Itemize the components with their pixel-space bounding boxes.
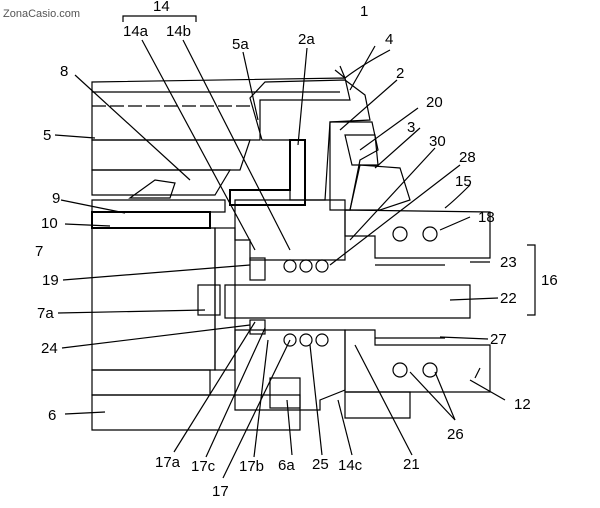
label-18: 18 [478,209,495,226]
watermark: ZonaCasio.com [3,8,80,20]
band-upper [91,139,251,171]
label-6: 6 [48,407,56,424]
part-20 [344,134,379,166]
part-21 [344,391,411,419]
label-7a: 7a [37,305,54,322]
label-8: 8 [60,63,68,80]
lower-band [91,369,211,396]
label-2a: 2a [298,31,315,48]
part-7 [91,227,216,371]
part-4 [249,79,371,201]
label-12: 12 [514,396,531,413]
part-14c [234,329,346,411]
label-23: 23 [500,254,517,271]
part-9 [91,199,226,213]
label-3: 3 [407,119,415,136]
part-3 [349,164,411,211]
shaft-22 [224,284,471,319]
label-22: 22 [500,290,517,307]
label-17c: 17c [191,458,216,475]
label-30: 30 [429,133,446,150]
label-26: 26 [447,426,464,443]
label-14: 14 [153,0,170,15]
label-4: 4 [385,31,393,48]
part-2a [229,139,306,206]
part-19 [249,257,266,281]
part-7a [197,284,221,316]
label-28: 28 [459,149,476,166]
part-6a [269,377,301,409]
label-14a: 14a [123,23,149,40]
label-20: 20 [426,94,443,111]
label-5: 5 [43,127,51,144]
label-14b: 14b [166,23,191,40]
band-mid [91,169,232,196]
part-12 [344,329,491,393]
label-10: 10 [41,215,58,232]
label-15: 15 [455,173,472,190]
label-17: 17 [212,483,229,500]
part-14 [234,199,346,261]
label-17b: 17b [239,458,264,475]
label-17a: 17a [155,454,181,471]
housing-drawing [91,77,491,431]
part-15 [344,209,491,259]
labels: 14 14a 14b 5a 2a 1 4 2 8 5 20 3 30 28 15… [35,0,558,500]
part-9-tab [128,179,176,199]
label-9: 9 [52,190,60,207]
part-5 [91,77,351,141]
spring-inner [283,259,329,347]
label-24: 24 [41,340,58,357]
label-5a: 5a [232,36,249,53]
label-1: 1 [360,3,368,20]
label-21: 21 [403,456,420,473]
part-6 [91,394,301,431]
label-14c: 14c [338,457,363,474]
part-2 [329,121,379,211]
label-2: 2 [396,65,404,82]
label-16: 16 [541,272,558,289]
label-27: 27 [490,331,507,348]
label-19: 19 [42,272,59,289]
part-24 [249,319,266,335]
leader-lines [54,15,536,479]
label-7: 7 [35,243,43,260]
label-6a: 6a [278,457,295,474]
spring-outer [375,226,445,378]
label-25: 25 [312,456,329,473]
